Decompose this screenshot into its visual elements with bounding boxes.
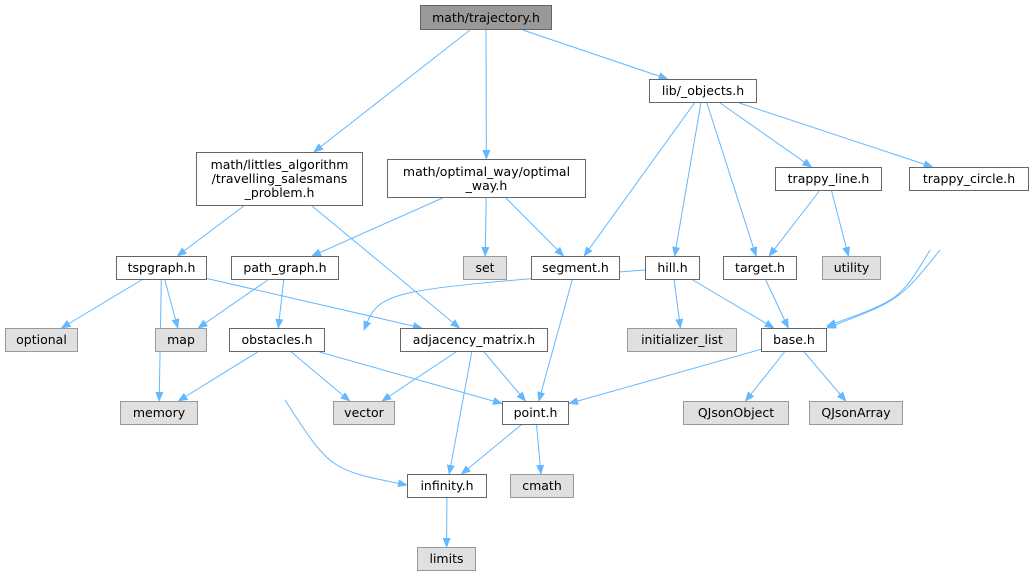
edge-lib_objects-to-trappy_circle — [739, 102, 934, 168]
edge-littles-to-adjacency — [311, 205, 461, 329]
edge-adjacency-to-point — [483, 351, 527, 402]
edge-obstacles-to-vector — [290, 351, 351, 402]
node-label-line: segment.h — [542, 260, 609, 275]
edge-trappy_circle-to-base — [826, 249, 941, 329]
edge-optimal_way-to-segment — [505, 197, 565, 257]
edge-base-to-point — [568, 348, 762, 405]
edge-lib_objects-to-target — [706, 102, 758, 257]
node-initializer-list: initializer_list — [627, 328, 737, 352]
node-point[interactable]: point.h — [502, 401, 569, 425]
edge-tspgraph-to-adjacency — [206, 278, 423, 330]
node-optional: optional — [5, 328, 78, 352]
node-label-line: limits — [429, 551, 464, 566]
node-label-line: _problem.h — [244, 185, 315, 200]
edge-trajectory-to-littles — [313, 29, 471, 153]
node-label-line: _way.h — [465, 177, 508, 193]
edge-path_graph-to-map — [197, 279, 268, 329]
node-label-line: optional — [16, 332, 67, 347]
node-lib-objects[interactable]: lib/_objects.h — [649, 79, 757, 103]
edge-adjacency-to-infinity — [446, 351, 473, 475]
node-label-line: cmath — [522, 478, 562, 493]
node-label-line: obstacles.h — [241, 332, 313, 347]
node-label-line: math/optimal_way/optimal — [402, 163, 571, 179]
edge-adjacency-to-vector — [381, 351, 457, 402]
node-label-line: initializer_list — [641, 332, 723, 347]
node-label-line: lib/_objects.h — [661, 83, 745, 98]
node-label-line: trappy_line.h — [787, 171, 870, 186]
edge-target-to-base — [765, 279, 789, 329]
node-littles[interactable]: math/littles_algorithm/travelling_salesm… — [196, 152, 363, 206]
edge-trappy_line-to-target — [768, 190, 820, 257]
node-label-line: set — [475, 260, 495, 275]
node-label-line: base.h — [773, 332, 815, 347]
node-label-line: hill.h — [657, 260, 688, 275]
node-limits: limits — [417, 547, 476, 571]
edge-optimal_way-to-set — [481, 197, 490, 257]
node-label-line: /travelling_salesmans — [211, 171, 348, 186]
node-label-line: math/trajectory.h — [432, 9, 540, 25]
edge-tspgraph-to-optional — [60, 279, 142, 329]
node-adjacency[interactable]: adjacency_matrix.h — [400, 328, 548, 352]
edge-path_graph-to-obstacles — [275, 279, 285, 329]
edge-hill-to-initializer_list — [673, 279, 684, 329]
edge-trappy_line-to-utility — [831, 190, 851, 257]
node-set: set — [463, 256, 507, 280]
node-infinity[interactable]: infinity.h — [407, 474, 487, 498]
edge-trappy_line-to-base — [826, 249, 931, 327]
node-label-line: math/littles_algorithm — [210, 157, 349, 172]
node-label-line: point.h — [513, 405, 558, 420]
node-qjsonarray: QJsonArray — [809, 401, 903, 425]
edge-obstacles-to-point — [319, 351, 503, 405]
node-memory: memory — [120, 401, 198, 425]
node-trajectory[interactable]: math/trajectory.h — [420, 5, 552, 30]
node-base[interactable]: base.h — [761, 328, 827, 352]
node-label-line: QJsonArray — [821, 405, 891, 420]
node-optimal-way[interactable]: math/optimal_way/optimal_way.h — [387, 159, 586, 198]
node-cmath: cmath — [510, 474, 574, 498]
edge-lib_objects-to-segment — [583, 102, 695, 257]
node-target[interactable]: target.h — [723, 256, 797, 280]
node-qjsonobject: QJsonObject — [683, 401, 789, 425]
node-label-line: memory — [132, 405, 186, 420]
node-label-line: vector — [344, 405, 384, 420]
edge-lib_objects-to-trappy_line — [719, 102, 813, 168]
node-vector: vector — [333, 401, 395, 425]
edge-segment-to-point — [537, 279, 573, 402]
node-label-line: adjacency_matrix.h — [412, 332, 536, 347]
node-segment[interactable]: segment.h — [531, 256, 620, 280]
edge-base-to-qjsonarray — [803, 351, 847, 402]
node-hill[interactable]: hill.h — [645, 256, 700, 280]
node-label-line: infinity.h — [420, 478, 474, 493]
edge-obstacles-to-infinity — [284, 399, 408, 488]
node-obstacles[interactable]: obstacles.h — [229, 328, 325, 352]
node-trappy-circle[interactable]: trappy_circle.h — [909, 167, 1029, 191]
node-label-line: trappy_circle.h — [922, 171, 1016, 186]
node-tspgraph[interactable]: tspgraph.h — [116, 256, 207, 280]
node-label-line: QJsonObject — [697, 405, 775, 420]
edge-lib_objects-to-hill — [672, 102, 702, 257]
edge-point-to-cmath — [536, 424, 545, 475]
edge-optimal_way-to-path_graph — [311, 197, 443, 257]
edge-base-to-qjsonobject — [744, 351, 785, 402]
edge-tspgraph-to-map — [164, 279, 180, 329]
edge-point-to-infinity — [460, 424, 522, 475]
node-map: map — [155, 328, 207, 352]
node-path-graph[interactable]: path_graph.h — [231, 256, 339, 280]
node-label-line: path_graph.h — [243, 260, 327, 275]
node-label-line: target.h — [735, 260, 785, 275]
node-trappy-line[interactable]: trappy_line.h — [775, 167, 882, 191]
edge-trajectory-to-lib_objects — [522, 29, 669, 80]
node-label-line: map — [167, 332, 195, 347]
edge-hill-to-base — [692, 279, 775, 329]
node-label-line: tspgraph.h — [127, 260, 196, 275]
edge-obstacles-to-memory — [177, 351, 258, 402]
node-label-line: utility — [833, 260, 870, 275]
edge-littles-to-tspgraph — [176, 205, 245, 257]
node-utility: utility — [822, 256, 881, 280]
